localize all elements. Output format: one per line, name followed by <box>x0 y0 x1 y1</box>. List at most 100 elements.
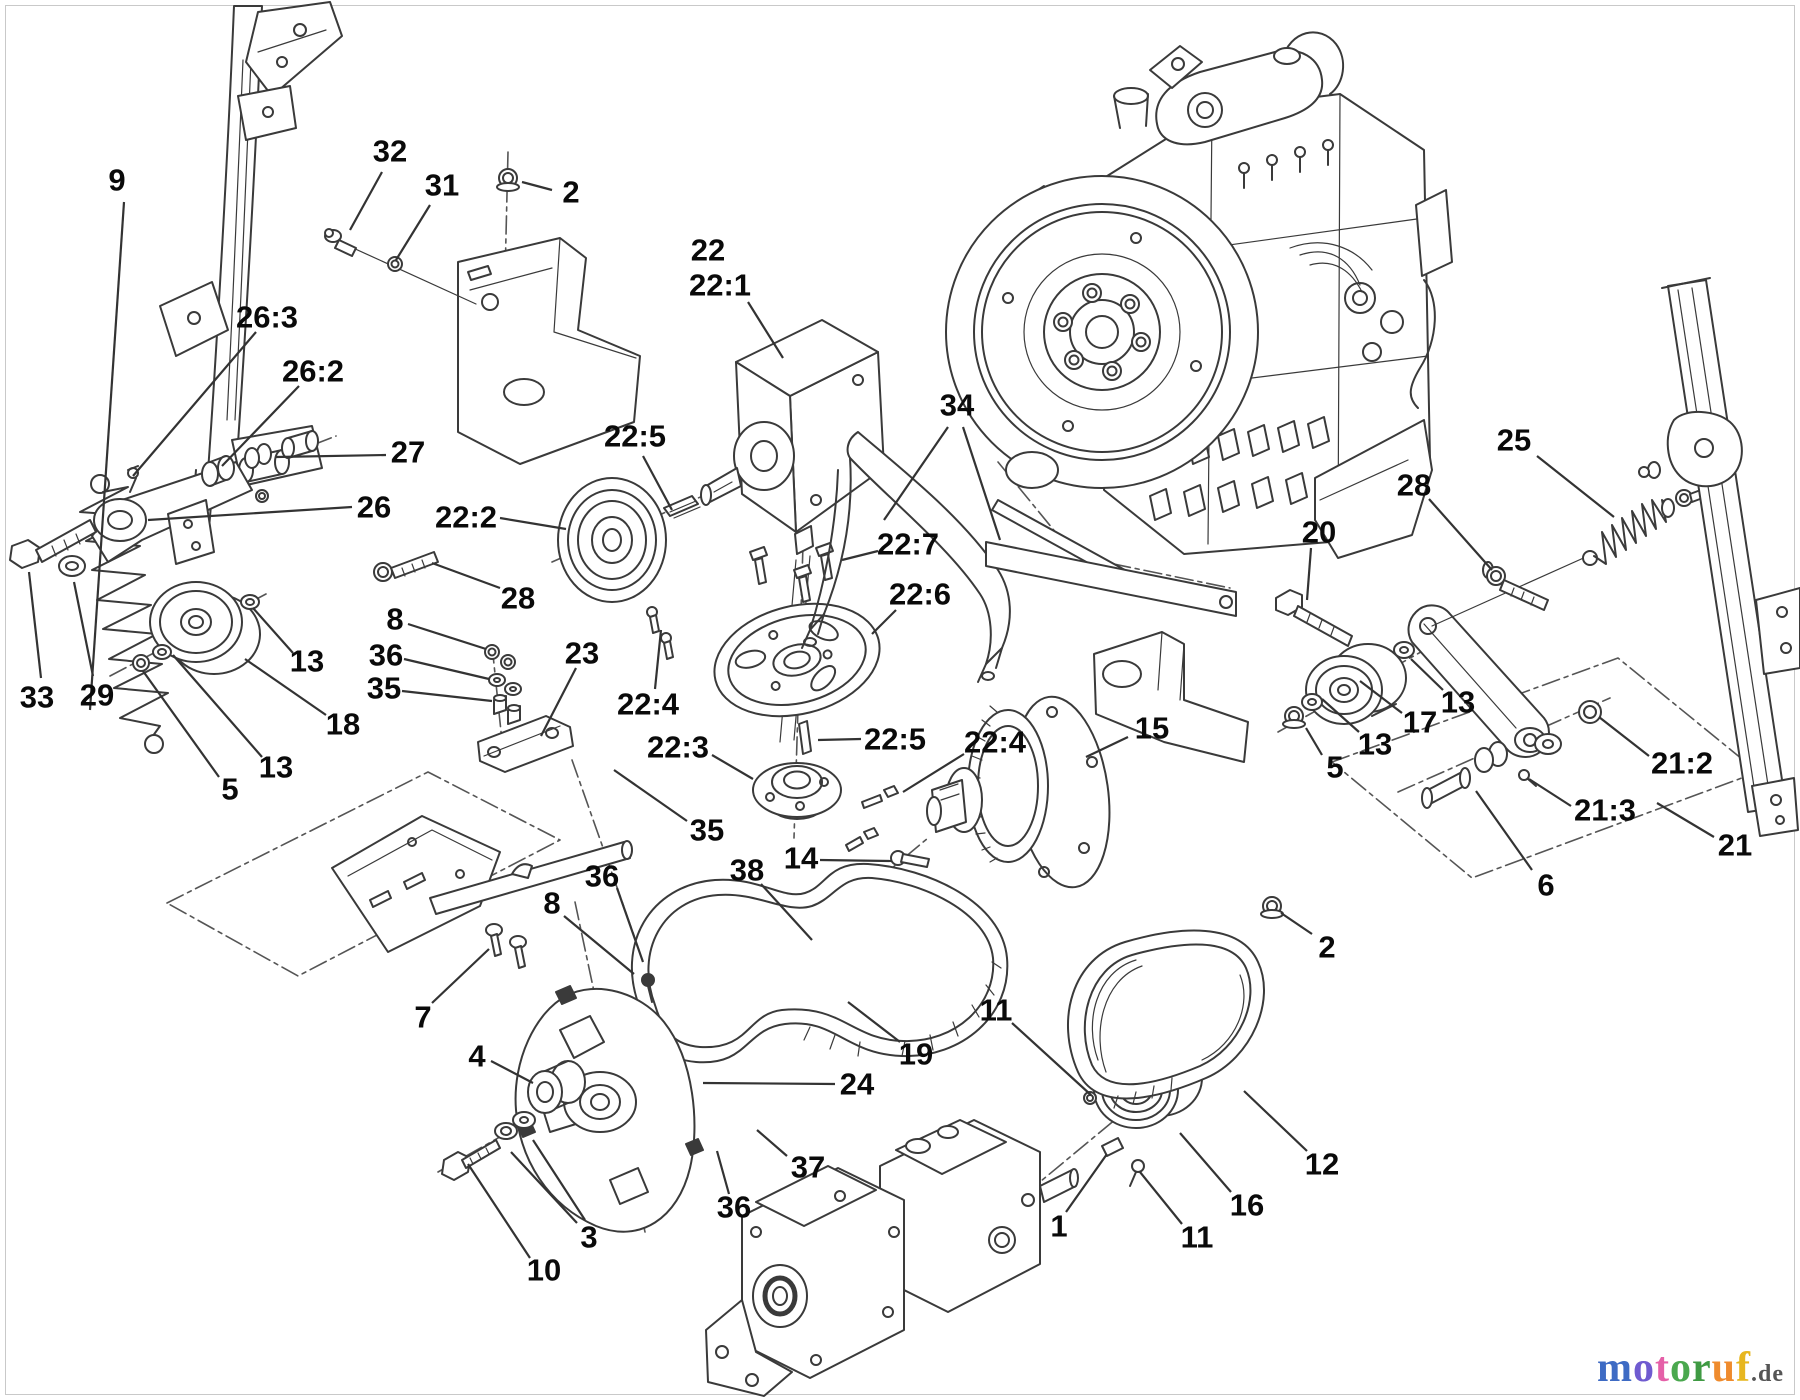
callout-8: 8 <box>386 601 404 637</box>
callout-13: 13 <box>1440 684 1476 720</box>
engine-base-bars <box>985 499 1237 617</box>
watermark-letter: f <box>1736 1345 1751 1391</box>
electric-clutch-15 <box>890 695 1111 889</box>
callout-26-2: 26:2 <box>281 353 345 389</box>
callout-25: 25 <box>1496 422 1532 458</box>
tension-arm-21 <box>1407 604 1602 809</box>
bolt-20 <box>1275 589 1353 647</box>
left-handle-assembly <box>159 1 343 541</box>
callout-22-6: 22:6 <box>888 576 952 612</box>
motoruf-watermark: motoruf.de <box>1597 1344 1784 1392</box>
callout-21: 21 <box>1717 827 1753 863</box>
callout-13: 13 <box>289 643 325 679</box>
hydraulic-pump <box>705 1119 1079 1397</box>
callout-19: 19 <box>898 1036 934 1072</box>
pump-belt-12 <box>1066 929 1265 1109</box>
callout-22-4: 22:4 <box>616 686 680 722</box>
callout-5: 5 <box>221 771 239 807</box>
watermark-letter: u <box>1711 1345 1736 1391</box>
callout-14: 14 <box>783 840 819 876</box>
watermark-letter: m <box>1596 1345 1633 1391</box>
callout-28: 28 <box>500 580 536 616</box>
flange-nut-2 <box>1260 896 1284 919</box>
callout-7: 7 <box>414 999 432 1035</box>
spring-25 <box>1431 487 1709 627</box>
callout-16: 16 <box>1229 1187 1265 1223</box>
callout-22: 22 <box>690 232 726 268</box>
watermark-letter: o <box>1632 1345 1655 1391</box>
callout-36: 36 <box>368 637 404 673</box>
callout-35: 35 <box>366 670 402 706</box>
hardware-32-31-2 <box>324 168 520 305</box>
pulley-22-6 <box>713 602 881 718</box>
idler-pivot-bracket <box>1093 631 1249 763</box>
callout-23: 23 <box>564 635 600 671</box>
callout-4: 4 <box>468 1038 486 1074</box>
gearbox-mount-plate <box>457 237 641 465</box>
callout-15: 15 <box>1134 710 1170 746</box>
callout-26: 26 <box>356 489 392 525</box>
hub-22-3 <box>752 720 899 852</box>
callout-3: 3 <box>580 1219 598 1255</box>
callout-10: 10 <box>526 1252 562 1288</box>
pulley-22-2 <box>557 477 674 660</box>
callout-21-3: 21:3 <box>1573 792 1637 828</box>
callout-11: 11 <box>1180 1219 1214 1255</box>
idler-pulley-17 <box>1282 641 1415 729</box>
callout-32: 32 <box>372 133 408 169</box>
watermark-suffix: .de <box>1751 1361 1784 1387</box>
engine-assembly <box>945 31 1453 559</box>
leader-lines <box>27 171 1715 1259</box>
callout-8: 8 <box>543 885 561 921</box>
callout-17: 17 <box>1402 704 1438 740</box>
idler-roller-4 <box>441 1060 586 1181</box>
watermark-letter: o <box>1669 1345 1692 1391</box>
pivot-bracket-23 <box>477 644 574 773</box>
callout-29: 29 <box>79 677 115 713</box>
callout-1: 1 <box>1050 1208 1068 1244</box>
mount-frame-plate <box>331 815 633 969</box>
callout-37: 37 <box>790 1149 826 1185</box>
right-handle-assembly <box>1638 277 1800 837</box>
callout-22-3: 22:3 <box>646 729 710 765</box>
pto-clutch-24 <box>514 973 704 1233</box>
callout-22-2: 22:2 <box>434 499 498 535</box>
bolt-28-left <box>373 551 439 582</box>
gearbox-22-1 <box>663 319 885 555</box>
callout-11: 11 <box>979 992 1013 1028</box>
callout-13: 13 <box>1357 726 1393 762</box>
callout-26-3: 26:3 <box>235 299 299 335</box>
drive-belt-38 <box>630 862 1009 1064</box>
callout-28: 28 <box>1396 467 1432 503</box>
callout-27: 27 <box>390 434 426 470</box>
watermark-letter: t <box>1654 1345 1670 1391</box>
callout-2: 2 <box>562 174 580 210</box>
callout-2: 2 <box>1318 929 1336 965</box>
callout-20: 20 <box>1301 514 1337 550</box>
callout-22-5: 22:5 <box>603 418 667 454</box>
callout-33: 33 <box>19 679 55 715</box>
watermark-letter: r <box>1691 1345 1712 1391</box>
callout-22-7: 22:7 <box>876 526 940 562</box>
callout-22-4: 22:4 <box>963 724 1027 760</box>
callout-12: 12 <box>1304 1146 1340 1182</box>
callout-13: 13 <box>258 749 294 785</box>
belt-34 <box>801 431 1011 683</box>
callout-34: 34 <box>939 387 975 423</box>
callout-9: 9 <box>108 162 126 198</box>
callout-6: 6 <box>1537 867 1555 903</box>
idler-pulley-18 <box>132 581 261 675</box>
callout-5: 5 <box>1326 749 1344 785</box>
callout-35: 35 <box>689 812 725 848</box>
callout-22-1: 22:1 <box>688 267 752 303</box>
callout-36: 36 <box>584 858 620 894</box>
callout-21-2: 21:2 <box>1650 745 1714 781</box>
callout-18: 18 <box>325 706 361 742</box>
callout-31: 31 <box>424 167 460 203</box>
callout-36: 36 <box>716 1189 752 1225</box>
watermark-letters: motoruf <box>1597 1345 1751 1391</box>
bellcrank-arm-26 <box>9 430 319 577</box>
callout-22-5: 22:5 <box>863 721 927 757</box>
